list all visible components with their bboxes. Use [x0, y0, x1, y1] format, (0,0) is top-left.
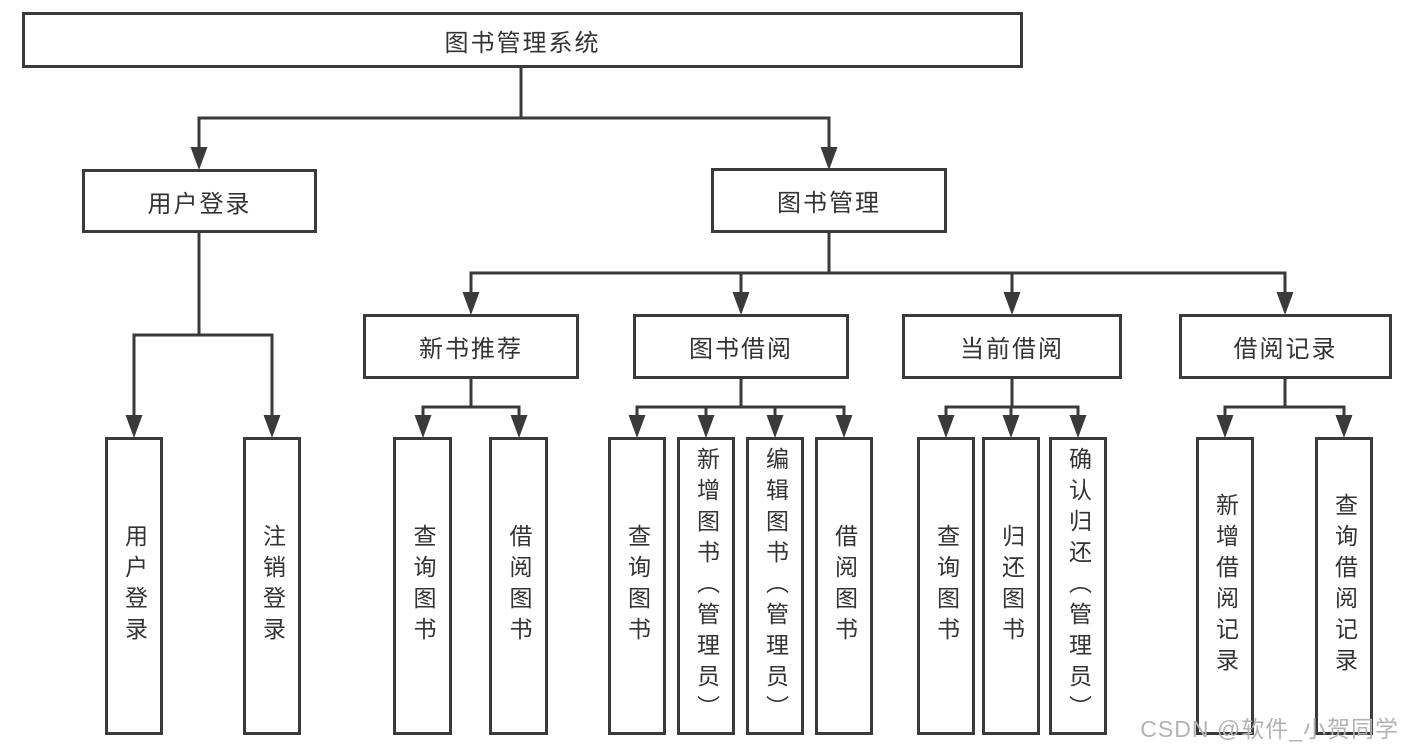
- node-label: 编辑图书（管理员）: [762, 446, 789, 726]
- node-label: 新书推荐: [419, 336, 523, 363]
- node-label: 新增图书（管理员）: [693, 446, 720, 726]
- node-leaf-logout: 注销登录: [243, 437, 301, 735]
- node-leaf-query-books: 查询图书: [917, 437, 975, 735]
- node-leaf-borrow-books: 借阅图书: [489, 437, 548, 735]
- node-label: 查询图书: [933, 524, 960, 648]
- node-user-login-module: 用户登录: [82, 169, 317, 233]
- node-book-management-module: 图书管理: [711, 168, 947, 233]
- node-leaf-user-login: 用户登录: [105, 437, 163, 735]
- node-label: 注销登录: [259, 524, 286, 648]
- node-label: 用户登录: [147, 190, 252, 218]
- node-leaf-borrow-books: 借阅图书: [815, 437, 873, 735]
- node-label: 新增借阅记录: [1212, 493, 1239, 679]
- node-book-borrowing: 图书借阅: [633, 314, 849, 379]
- node-leaf-add-borrow-record: 新增借阅记录: [1196, 437, 1254, 735]
- node-label: 查询图书: [410, 524, 436, 648]
- node-label: 图书借阅: [689, 336, 793, 363]
- node-borrowing-records: 借阅记录: [1179, 314, 1392, 379]
- node-leaf-edit-books-admin: 编辑图书（管理员）: [746, 437, 804, 735]
- node-label: 借阅记录: [1233, 336, 1338, 363]
- node-label: 图书管理: [777, 190, 881, 217]
- node-label: 借阅图书: [506, 524, 532, 648]
- node-label: 归还图书: [998, 524, 1025, 648]
- node-label: 查询图书: [624, 524, 651, 648]
- node-label: 用户登录: [121, 524, 148, 648]
- node-label: 借阅图书: [831, 524, 858, 648]
- node-root-library-system: 图书管理系统: [22, 12, 1023, 68]
- watermark: CSDN @软件_小贺同学: [1140, 716, 1399, 742]
- node-leaf-query-borrow-record: 查询借阅记录: [1315, 437, 1373, 735]
- node-leaf-query-books: 查询图书: [393, 437, 452, 735]
- node-leaf-add-books-admin: 新增图书（管理员）: [677, 437, 735, 735]
- node-label: 查询借阅记录: [1331, 493, 1358, 679]
- node-label: 确认归还（管理员）: [1065, 446, 1092, 726]
- node-new-book-recommendation: 新书推荐: [363, 314, 579, 379]
- node-leaf-confirm-return-admin: 确认归还（管理员）: [1049, 437, 1107, 735]
- node-leaf-query-books: 查询图书: [608, 437, 666, 735]
- node-label: 当前借阅: [960, 336, 1064, 363]
- node-current-borrowing: 当前借阅: [902, 314, 1122, 379]
- node-root-label: 图书管理系统: [444, 29, 601, 57]
- node-leaf-return-books: 归还图书: [982, 437, 1040, 735]
